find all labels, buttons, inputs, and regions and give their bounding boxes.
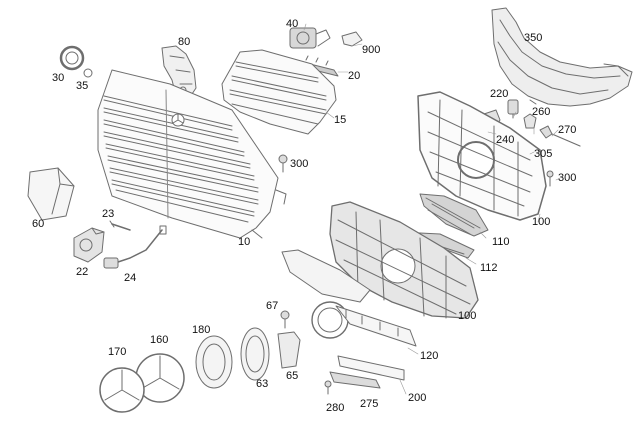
- badge-275-part: [329, 371, 381, 389]
- screw-23-part: [109, 220, 131, 231]
- camera-housing-part: [73, 227, 105, 263]
- cover-panel-part: [27, 167, 75, 221]
- emblem-mount-frame-part: [281, 249, 371, 339]
- part-label-112: 112: [480, 262, 498, 274]
- part-label-300-right: 300: [558, 172, 577, 184]
- part-label-305: 305: [534, 148, 553, 160]
- small-fastener-35-part: [83, 68, 93, 78]
- star-emblem-160-part: [135, 353, 185, 403]
- part-label-110: 110: [492, 236, 510, 248]
- part-label-270: 270: [558, 124, 577, 136]
- emblem-backing-63-part: [240, 327, 270, 381]
- pin-220b-part: [529, 99, 537, 105]
- part-label-35: 35: [76, 80, 89, 92]
- part-label-15: 15: [334, 114, 347, 126]
- part-label-240: 240: [496, 134, 515, 146]
- part-label-100-lower: 100: [458, 310, 477, 322]
- part-label-63: 63: [256, 378, 269, 390]
- part-label-350: 350: [524, 32, 543, 44]
- part-label-300-upper: 300: [290, 158, 309, 170]
- trim-strip-120-part: [335, 305, 417, 347]
- sensor-270-part: [539, 125, 581, 147]
- part-label-170: 170: [108, 346, 127, 358]
- part-label-120: 120: [420, 350, 439, 362]
- bracket-65-part: [277, 331, 301, 369]
- part-label-22: 22: [76, 266, 89, 278]
- screw-280-part: [324, 380, 332, 395]
- radar-sensor-part: [289, 27, 331, 49]
- part-label-30: 30: [52, 72, 65, 84]
- part-label-23: 23: [102, 208, 115, 220]
- bracket-900-part: [341, 31, 363, 47]
- part-label-220: 220: [490, 88, 509, 100]
- screw-300-right-part: [546, 170, 554, 187]
- grille-frame-upper-part: [417, 91, 547, 221]
- part-label-60: 60: [32, 218, 45, 230]
- emblem-ring-part: [59, 45, 85, 71]
- louver-grille-part: [221, 49, 337, 135]
- part-label-10: 10: [238, 236, 251, 248]
- mesh-grille-lower-part: [329, 201, 479, 319]
- part-label-65: 65: [286, 370, 299, 382]
- part-label-160: 160: [150, 334, 169, 346]
- part-label-260: 260: [532, 106, 551, 118]
- screw-67-part: [280, 310, 290, 329]
- part-label-67: 67: [266, 300, 279, 312]
- sensor-220-part: [507, 99, 519, 119]
- part-label-40: 40: [286, 18, 299, 30]
- part-label-20: 20: [348, 70, 361, 82]
- part-label-200: 200: [408, 392, 427, 404]
- part-label-900: 900: [362, 44, 381, 56]
- part-label-100-upper: 100: [532, 216, 551, 228]
- part-label-275: 275: [360, 398, 379, 410]
- grille-bracket-part: [161, 45, 197, 101]
- star-emblem-170-part: [99, 367, 145, 413]
- screw-300-upper-part: [278, 154, 288, 173]
- part-label-280: 280: [326, 402, 345, 414]
- part-label-180: 180: [192, 324, 211, 336]
- bumper-cover-part: [491, 7, 633, 107]
- trim-plate-200-part: [337, 355, 405, 381]
- emblem-carrier-180-part: [195, 335, 233, 389]
- part-label-80: 80: [178, 36, 191, 48]
- main-grille-part: [97, 69, 287, 239]
- wiring-harness-part: [103, 225, 167, 269]
- part-label-24: 24: [124, 272, 137, 284]
- leader-lines: [303, 23, 561, 395]
- sensor-260-part: [523, 113, 537, 129]
